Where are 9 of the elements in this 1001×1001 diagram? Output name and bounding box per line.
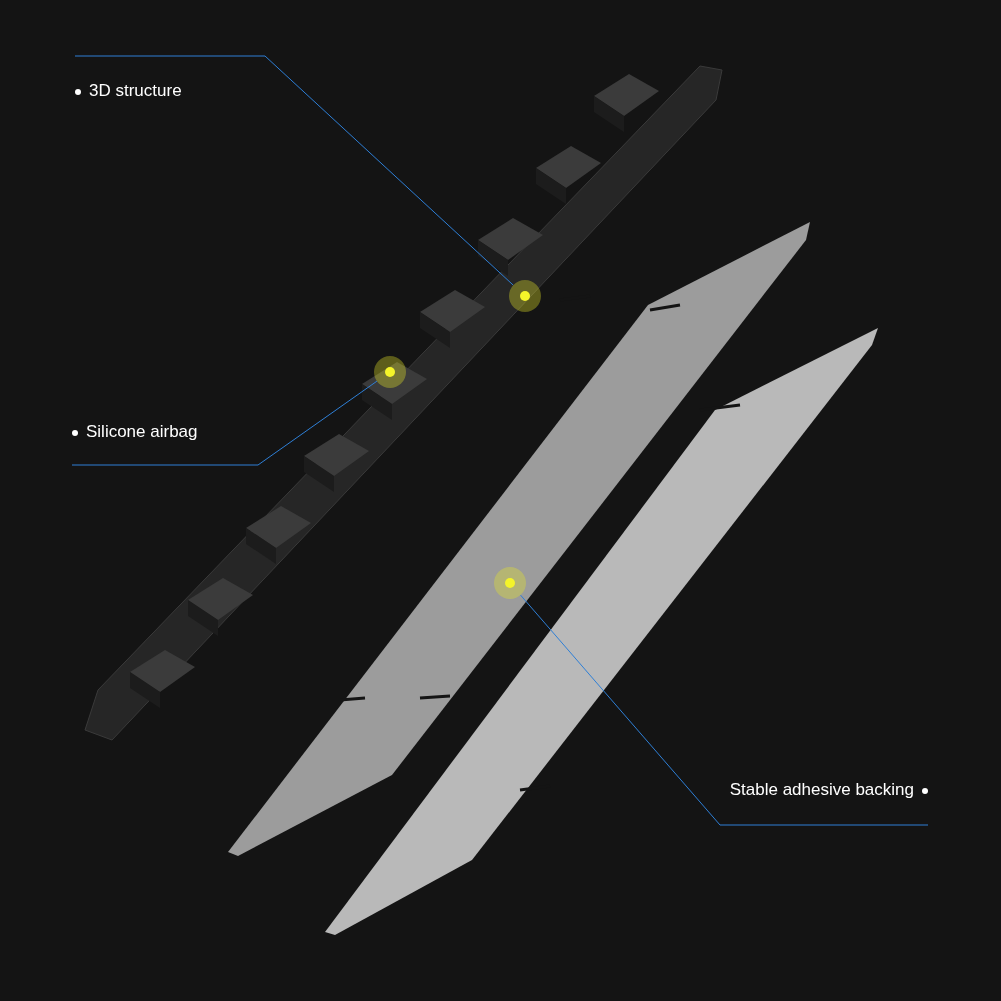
marker-dot xyxy=(509,280,541,312)
leader-line xyxy=(74,55,514,286)
leader-line xyxy=(520,594,929,826)
marker-dot xyxy=(494,567,526,599)
callout-label: Silicone airbag xyxy=(72,415,262,465)
leader-line xyxy=(71,380,378,466)
callout-label: 3D structure xyxy=(75,56,235,108)
marker-dot xyxy=(374,356,406,388)
callout-label: Stable adhesive backing xyxy=(700,775,928,825)
